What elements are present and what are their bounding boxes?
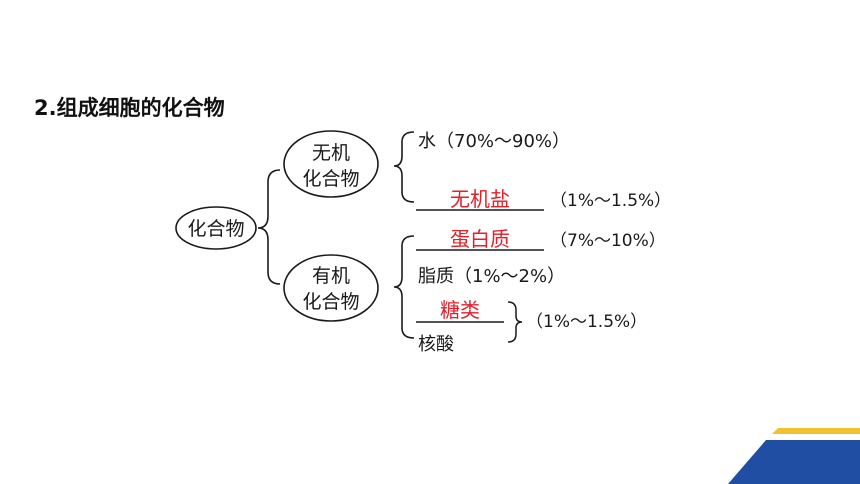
root-node-ellipse xyxy=(175,206,257,250)
sugar-nucleic-range: （1%～1.5%） xyxy=(526,312,647,332)
organic-node-ellipse xyxy=(283,254,379,322)
sugar-answer: 糖类 xyxy=(440,298,480,322)
root-node-label: 化合物 xyxy=(187,218,244,240)
inorganic-label-line2: 化合物 xyxy=(302,168,359,190)
inorganic-label-line1: 无机 xyxy=(312,142,350,164)
inorganic-node-ellipse xyxy=(283,130,379,198)
salt-answer: 无机盐 xyxy=(450,187,510,211)
lipid-item: 脂质（1%～2%） xyxy=(418,266,565,287)
organic-label-line1: 有机 xyxy=(312,265,350,287)
inorganic-brace xyxy=(393,131,415,203)
root-brace xyxy=(257,169,281,285)
slide-title: 2.组成细胞的化合物 xyxy=(34,96,225,120)
corner-accent-blue xyxy=(728,440,860,484)
organic-label-line2: 化合物 xyxy=(302,291,359,313)
sugar-nucleic-right-brace xyxy=(507,301,523,343)
nucleic-acid-item: 核酸 xyxy=(418,334,454,355)
water-item: 水（70%～90%） xyxy=(418,131,570,152)
salt-range: （1%～1.5%） xyxy=(550,191,671,211)
organic-brace xyxy=(393,235,415,339)
protein-answer: 蛋白质 xyxy=(450,227,510,251)
corner-accent-yellow xyxy=(772,428,860,434)
protein-range: （7%～10%） xyxy=(550,231,666,251)
